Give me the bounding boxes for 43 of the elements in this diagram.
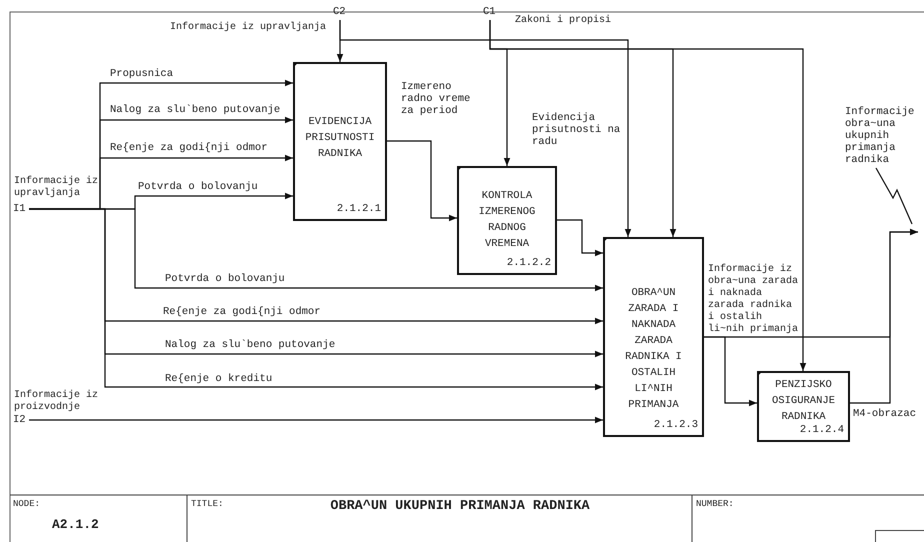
arrow <box>557 219 603 256</box>
arrow <box>387 140 457 222</box>
activity-box <box>603 237 704 437</box>
arrow-label: Informacije iz upravljanja <box>14 176 100 200</box>
edge-label: Izmereno radno vreme za period <box>401 81 473 117</box>
edge-label: Propusnica <box>110 68 174 80</box>
activity-number: 2.1.2.1 <box>336 203 381 215</box>
arrow-label: Informacije iz proizvodnje <box>14 390 100 414</box>
edge-label: Nalog za slu`beno putovanje <box>110 104 280 116</box>
edge-label: Potvrda o bolovanju <box>165 273 285 285</box>
activity-name: PENZIJSKO OSIGURANJE RADNIKA <box>770 378 836 425</box>
arrow <box>339 20 632 237</box>
activity-number: 2.1.2.4 <box>800 424 844 436</box>
field-label: NUMBER: <box>696 498 734 510</box>
arrow <box>489 20 806 371</box>
arrow-code: I2 <box>13 414 29 426</box>
leader-line <box>875 168 913 224</box>
arrow <box>704 336 757 406</box>
activity-name: OBRA^UN ZARADA I NAKNADA ZARADA RADNIKA I OSTALIH LI^NIH PRIMANJA <box>624 286 683 413</box>
arrow <box>29 208 603 390</box>
edge-label: Re{enje za godi{nji odmor <box>110 142 268 154</box>
edge-label: Re{enje za godi{nji odmor <box>163 306 321 318</box>
diagram-title: OBRA^UN UKUPNIH PRIMANJA RADNIKA <box>329 499 591 515</box>
edge-label: Re{enje o kreditu <box>165 373 272 385</box>
node-number: A2.1.2 <box>52 517 99 533</box>
callout-text: Informacije obra~una ukupnih primanja radnika <box>845 106 923 166</box>
activity-box <box>757 371 850 442</box>
arrow-label: Informacije iz upravljanja <box>170 22 328 34</box>
activity-number: 2.1.2.2 <box>506 257 551 269</box>
activity-box <box>457 166 557 275</box>
activity-name: KONTROLA IZMERENOG RADNOG VREMENA <box>478 189 536 252</box>
edge-label: Potvrda o bolovanju <box>138 181 258 193</box>
arrow <box>850 228 918 404</box>
activity-number: 2.1.2.3 <box>654 419 698 431</box>
free-label: Evidencija prisutnosti na radu <box>532 112 622 148</box>
edge-label: Nalog za slu`beno putovanje <box>165 339 336 351</box>
activity-name: EVIDENCIJA PRISUTNOSTI RADNIKA <box>304 115 376 162</box>
arrow-label: Zakoni i propisi <box>515 15 612 27</box>
arrow <box>29 416 603 424</box>
arrow-code: I1 <box>13 203 29 215</box>
field-label: TITLE: <box>191 498 224 510</box>
field-label: NODE: <box>13 498 40 510</box>
activity-box <box>293 62 387 221</box>
